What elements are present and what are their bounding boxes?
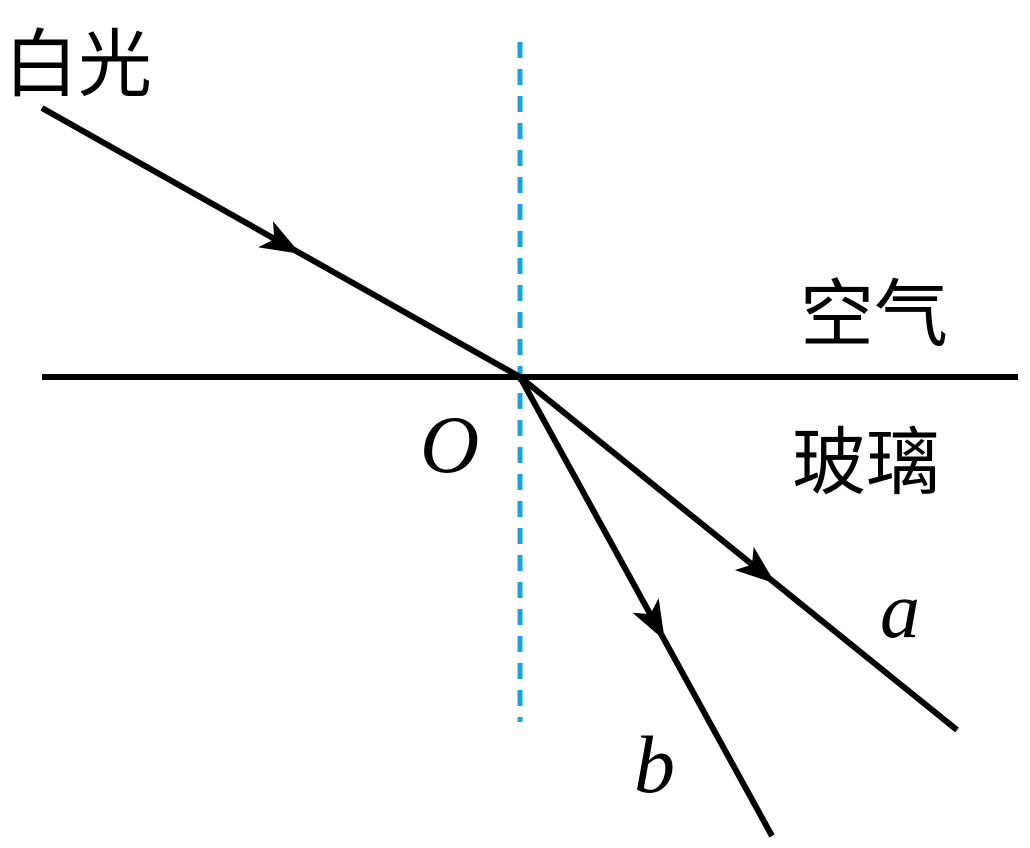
glass-medium-label: 玻璃 [792, 420, 940, 506]
ray-b-label: b [634, 719, 675, 810]
air-medium-label: 空气 [800, 272, 948, 358]
origin-point-label: O [420, 399, 479, 490]
ray-a-label: a [880, 567, 920, 655]
incident-light-label: 白光 [4, 22, 152, 108]
incident-ray [40, 105, 522, 380]
